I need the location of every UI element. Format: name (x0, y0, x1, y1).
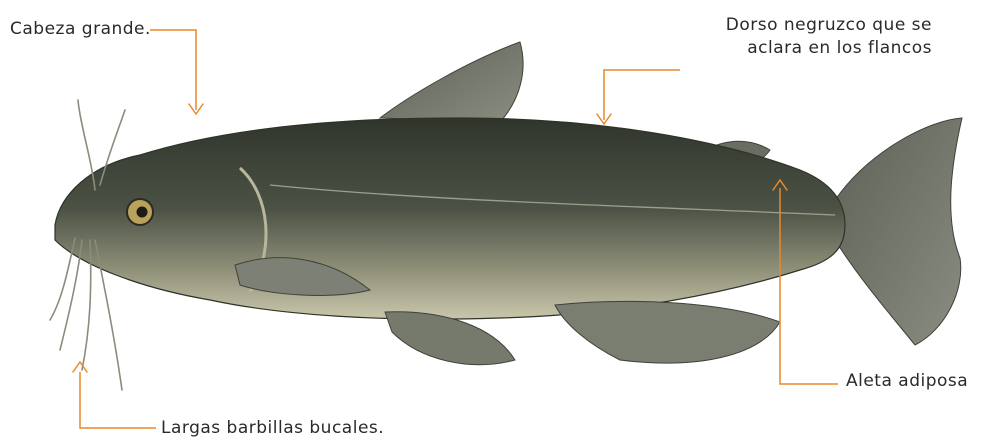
back-annotation-line-1: Dorso negruzco que se (670, 14, 932, 37)
tail-fin (835, 118, 962, 345)
pelvic-fin (385, 312, 515, 365)
adipose-fin-annotation: Aleta adiposa (846, 370, 968, 393)
back-annotation-line-2: aclara en los flancos (670, 37, 932, 60)
dorsal-fin (380, 42, 523, 122)
head-annotation: Cabeza grande. (10, 18, 151, 41)
fish-body (55, 118, 845, 319)
barbels-arrowhead (73, 362, 87, 372)
back-annotation: Dorso negruzco que se aclara en los flan… (670, 14, 932, 60)
anal-fin (555, 301, 780, 363)
barbels-annotation: Largas barbillas bucales. (161, 417, 384, 440)
head-pointer-line (150, 30, 196, 110)
back-pointer-line (604, 70, 680, 120)
barbels-pointer-line (80, 372, 156, 428)
